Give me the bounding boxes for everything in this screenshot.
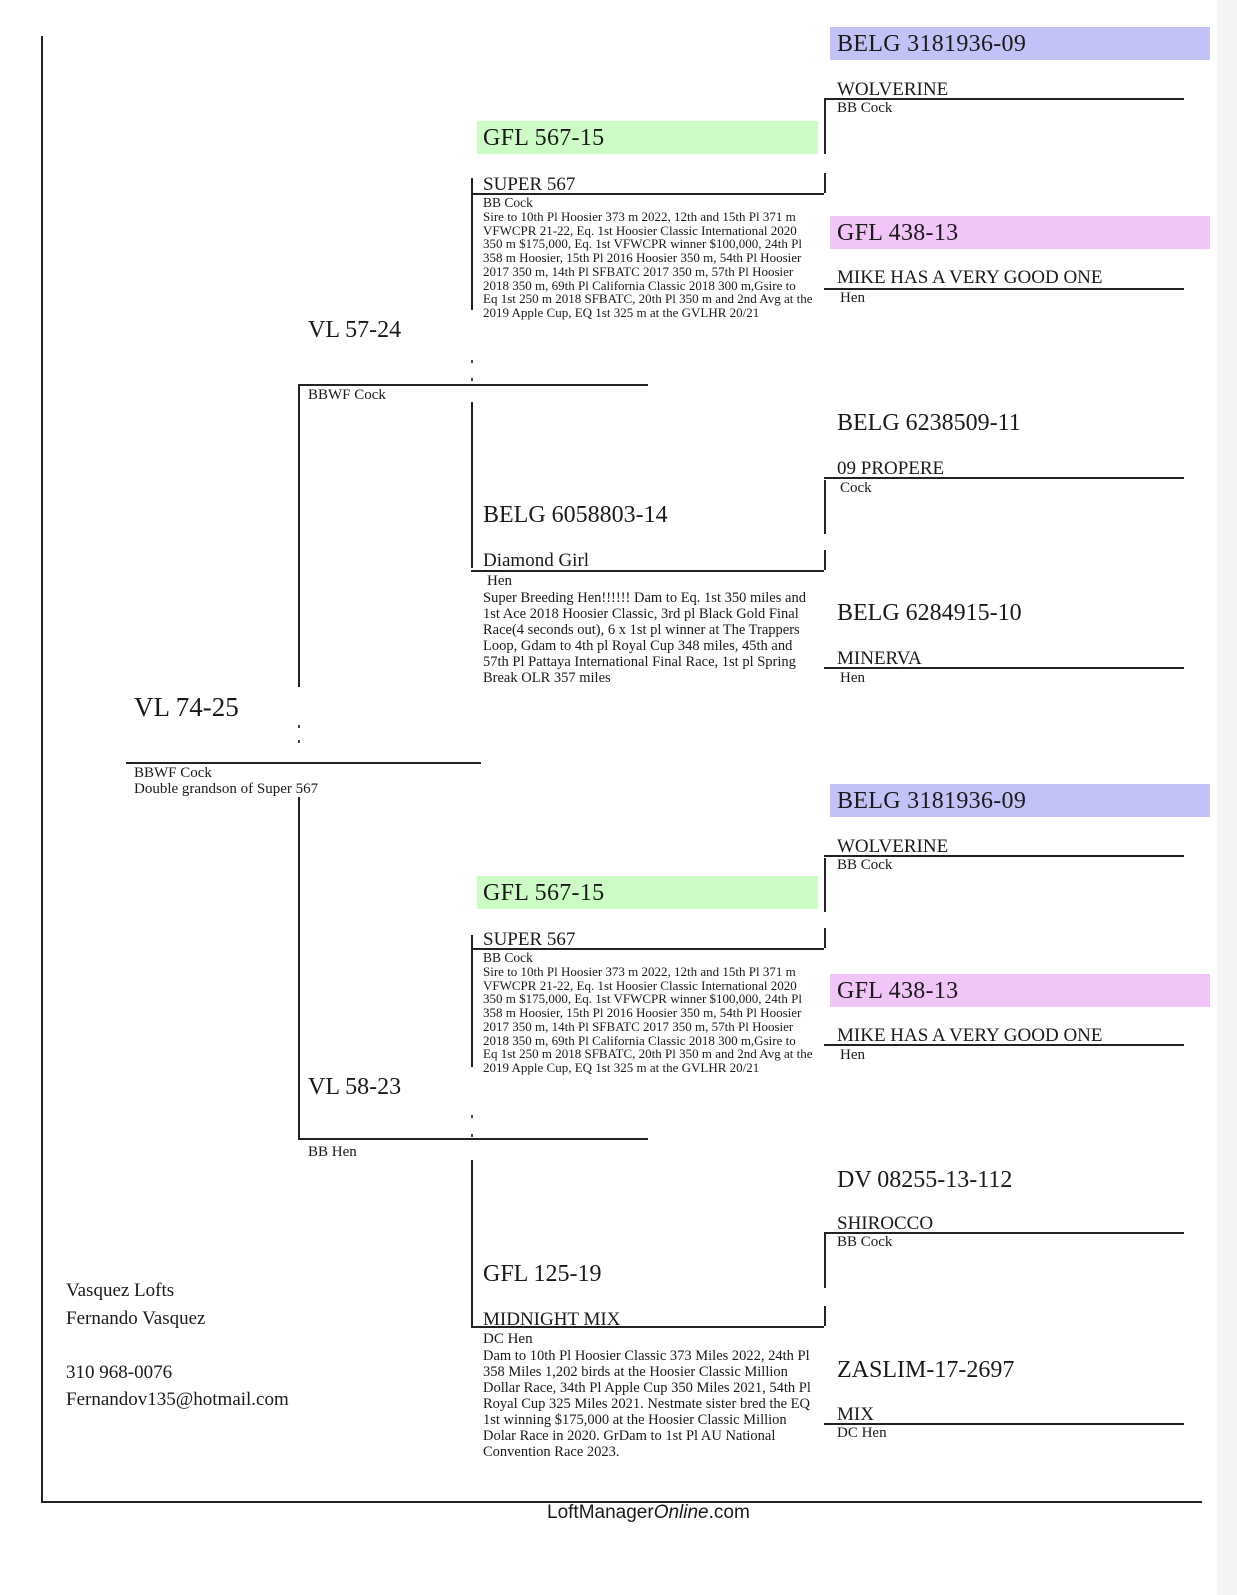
dam-connector: [298, 797, 300, 1138]
gg4-ring: BELG 3181936-09: [837, 788, 1027, 814]
footer-brand-italic: Online: [653, 1502, 709, 1523]
ds-band: [477, 876, 818, 909]
footer-brand-pre: LoftManager: [547, 1502, 654, 1523]
gg7-line: [824, 1423, 1184, 1425]
dam-color-sex: BB Hen: [308, 1144, 357, 1160]
gg7-name: MIX: [837, 1404, 874, 1425]
gg7-ring: ZASLIM-17-2697: [837, 1357, 1015, 1383]
ds-name: SUPER 567: [483, 929, 576, 950]
sd-connector: [471, 402, 473, 568]
sd-color-sex: Hen: [487, 573, 512, 589]
gg5-color-sex: Hen: [840, 1047, 865, 1063]
gg4-band: [830, 784, 1210, 817]
owner-name: Fernando Vasquez: [66, 1308, 206, 1329]
gg0-connector: [824, 100, 826, 154]
gg2-line: [824, 477, 1184, 479]
dd-name: MIDNIGHT MIX: [483, 1309, 621, 1330]
dd-connector: [471, 1160, 473, 1326]
ds-note: Sire to 10th Pl Hoosier 373 m 2022, 12th…: [483, 964, 813, 1075]
gg6-ring: DV 08255-13-112: [837, 1167, 1013, 1193]
dd-color-sex: DC Hen: [483, 1331, 533, 1347]
sire-line: [298, 384, 648, 386]
gg0-ring: BELG 3181936-09: [837, 31, 1027, 57]
gg3-line: [824, 667, 1184, 669]
ds-connector: [471, 935, 473, 1067]
ss-ring: GFL 567-15: [483, 125, 605, 151]
ds-color-sex: BB Cock: [483, 950, 533, 965]
gg5-band: [830, 974, 1210, 1007]
ss-name: SUPER 567: [483, 174, 576, 195]
gg0-name: WOLVERINE: [837, 79, 949, 100]
gg1-band: [830, 216, 1210, 249]
gg6-connector: [824, 1234, 826, 1288]
gg6-name: SHIROCCO: [837, 1213, 934, 1234]
owner-phone: 310 968-0076: [66, 1362, 173, 1383]
ds-ring: GFL 567-15: [483, 880, 605, 906]
owner-email[interactable]: Fernandov135@hotmail.com: [66, 1389, 289, 1410]
gg5-connector: [824, 928, 826, 948]
ds-line: [471, 948, 824, 950]
gg7-connector: [824, 1306, 826, 1326]
dd-ring: GFL 125-19: [483, 1261, 602, 1287]
gg4-connector: [824, 858, 826, 912]
ss-color-sex: BB Cock: [483, 195, 533, 210]
gg2-name: 09 PROPERE: [837, 458, 945, 479]
subject-ring: VL 74-25: [134, 692, 239, 722]
gg6-line: [824, 1232, 1184, 1234]
gg4-line: [824, 855, 1184, 857]
ss-note: Sire to 10th Pl Hoosier 373 m 2022, 12th…: [483, 209, 813, 320]
footer-brand[interactable]: LoftManagerOnline.com: [547, 1502, 750, 1524]
gg4-color-sex: BB Cock: [837, 857, 893, 873]
sd-ring: BELG 6058803-14: [483, 502, 668, 528]
gg3-name: MINERVA: [837, 648, 922, 669]
gg5-name: MIKE HAS A VERY GOOD ONE: [837, 1025, 1103, 1046]
gg1-line: [824, 288, 1184, 290]
sire-ring: VL 57-24: [308, 317, 402, 343]
dd-line: [471, 1326, 824, 1328]
gg2-connector: [824, 480, 826, 534]
gg2-color-sex: Cock: [840, 480, 872, 496]
sd-note: Super Breeding Hen!!!!!! Dam to Eq. 1st …: [483, 590, 806, 686]
gg1-ring: GFL 438-13: [837, 220, 959, 246]
gg0-line: [824, 98, 1184, 100]
gg0-color-sex: BB Cock: [837, 100, 893, 116]
gg1-color-sex: Hen: [840, 290, 865, 306]
sd-line: [471, 570, 824, 572]
gg7-color-sex: DC Hen: [837, 1425, 887, 1441]
gg1-connector-a: [824, 173, 826, 193]
bottom-border: [41, 1501, 1202, 1503]
dd-note: Dam to 10th Pl Hoosier Classic 373 Miles…: [483, 1348, 811, 1460]
sd-name: Diamond Girl: [483, 550, 590, 571]
gg2-ring: BELG 6238509-11: [837, 410, 1021, 436]
left-border: [41, 36, 43, 1503]
sire-color-sex: BBWF Cock: [308, 387, 386, 403]
dam-line: [298, 1138, 648, 1140]
subject-note: Double grandson of Super 567: [134, 781, 319, 797]
gg3-ring: BELG 6284915-10: [837, 600, 1022, 626]
ss-connector: [471, 178, 473, 310]
page-edge: [1217, 0, 1237, 1595]
dam-ring: VL 58-23: [308, 1074, 402, 1100]
subject-color-sex: BBWF Cock: [134, 765, 212, 781]
gg3-color-sex: Hen: [840, 670, 865, 686]
subject-line: [126, 762, 481, 764]
ss-line: [471, 193, 824, 195]
footer-brand-post: .com: [708, 1502, 750, 1523]
gg6-color-sex: BB Cock: [837, 1234, 893, 1250]
gg5-line: [824, 1044, 1184, 1046]
sire-connector: [298, 384, 300, 687]
gg3-connector: [824, 550, 826, 570]
owner-loft: Vasquez Lofts: [66, 1280, 175, 1301]
gg1-name: MIKE HAS A VERY GOOD ONE: [837, 267, 1103, 288]
gg5-ring: GFL 438-13: [837, 978, 959, 1004]
gg4-name: WOLVERINE: [837, 836, 949, 857]
ss-band: [477, 121, 818, 154]
gg0-band: [830, 27, 1210, 60]
